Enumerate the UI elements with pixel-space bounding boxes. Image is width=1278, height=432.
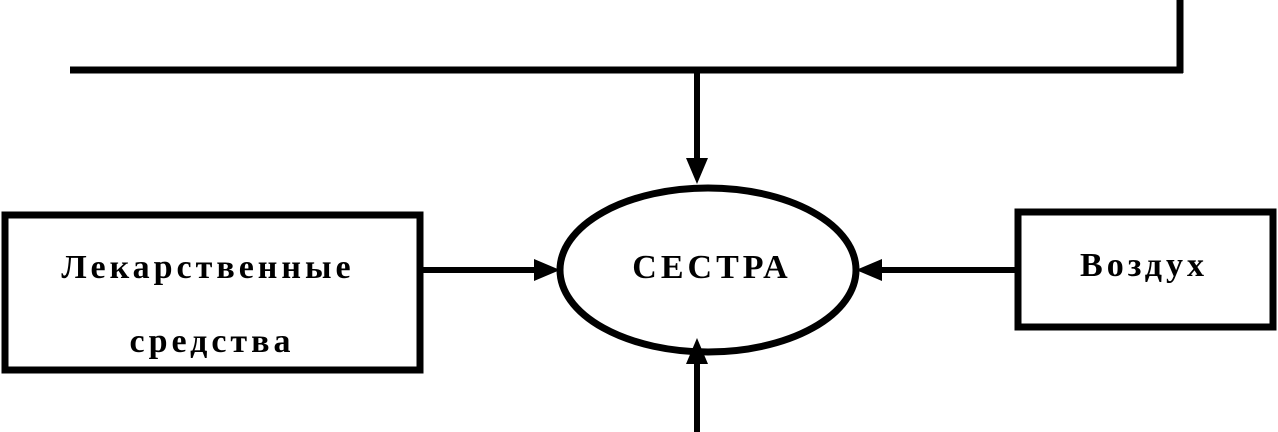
center-node-label: СЕСТРА [632,249,791,286]
right-box-air [1014,208,1277,331]
right-box-label: Воздух [1080,247,1208,284]
arrow-top-to-center-head [686,158,708,184]
arrow-left-to-center-head [534,259,560,281]
left-box-label-line2: средства [130,323,295,360]
arrow-right-to-center-head [856,259,882,281]
left-box-medications [1,211,424,374]
left-box-label-line1: Лекарственные [61,249,354,286]
